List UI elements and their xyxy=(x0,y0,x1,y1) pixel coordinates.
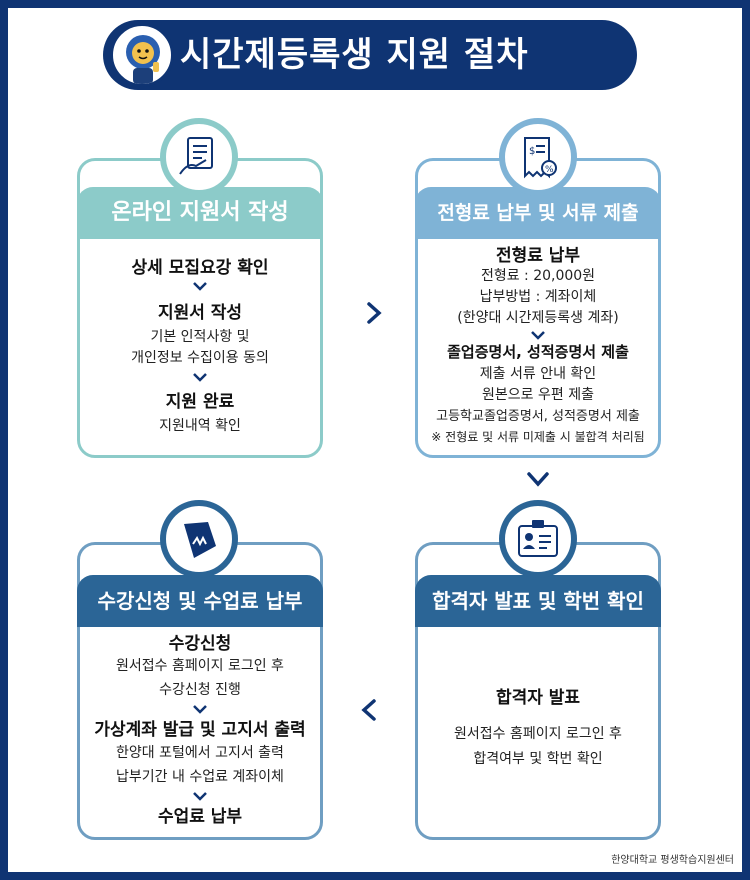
step-item-text: 고등학교졸업증명서, 성적증명서 제출 xyxy=(436,409,640,424)
step-item-title: 수강신청 xyxy=(168,634,232,654)
step-item-text: 제출 서류 안내 확인 xyxy=(479,366,597,382)
chevron-down-icon xyxy=(193,282,207,291)
chevron-down-icon xyxy=(193,705,207,714)
chevron-down-icon xyxy=(527,472,549,487)
step-item-note: ※ 전형료 및 서류 미제출 시 불합격 처리됨 xyxy=(431,430,645,444)
receipt-icon: $ % xyxy=(499,118,577,196)
step-item-title: 수업료 납부 xyxy=(157,807,243,827)
clipboard-writing-icon xyxy=(160,118,238,196)
step-card-result-announcement: 합격자 발표 및 학번 확인 합격자 발표 원서접수 홈페이지 로그인 후 합격… xyxy=(415,542,661,840)
lion-mascot-logo xyxy=(110,23,174,87)
tag-icon xyxy=(160,500,238,578)
step-item-text: (한양대 시간제등록생 계좌) xyxy=(457,310,619,326)
step-heading-result: 합격자 발표 및 학번 확인 xyxy=(415,575,661,627)
step-item-title: 지원 완료 xyxy=(165,392,235,412)
page-title: 시간제등록생 지원 절차 xyxy=(180,35,529,75)
footer-credit: 한양대학교 평생학습지원센터 xyxy=(611,855,734,866)
step-item-text: 한양대 포털에서 고지서 출력 xyxy=(116,745,284,761)
step-item-title: 졸업증명서, 성적증명서 제출 xyxy=(447,343,629,361)
step-card-enrollment: 수강신청 및 수업료 납부 수강신청 원서접수 홈페이지 로그인 후 수강신청 … xyxy=(77,542,323,840)
step-item-title: 지원서 작성 xyxy=(157,303,243,323)
chevron-right-icon xyxy=(367,302,382,324)
step-item-title: 합격자 발표 xyxy=(495,688,581,708)
step-item-text: 원본으로 우편 제출 xyxy=(482,387,594,403)
id-card-icon xyxy=(499,500,577,578)
step-item-text: 합격여부 및 학번 확인 xyxy=(473,751,603,767)
svg-text:%: % xyxy=(545,165,554,175)
step-item-title: 상세 모집요강 확인 xyxy=(131,258,269,278)
title-banner xyxy=(103,20,637,90)
step-item-text: 개인정보 수집이용 동의 xyxy=(131,350,269,366)
chevron-left-icon xyxy=(361,699,376,721)
step-item-title: 전형료 납부 xyxy=(495,246,581,266)
step-item-text: 기본 인적사항 및 xyxy=(150,329,250,345)
step-item-text: 원서접수 홈페이지 로그인 후 xyxy=(454,726,622,742)
svg-text:$: $ xyxy=(529,146,535,157)
step-item-text: 납부기간 내 수업료 계좌이체 xyxy=(116,769,284,785)
step-item-text: 전형료 : 20,000원 xyxy=(480,268,596,284)
step-card-online-application: 온라인 지원서 작성 상세 모집요강 확인 지원서 작성 기본 인적사항 및 개… xyxy=(77,158,323,458)
step-item-text: 납부방법 : 계좌이체 xyxy=(479,289,597,305)
chevron-down-icon xyxy=(193,792,207,801)
chevron-down-icon xyxy=(193,373,207,382)
step-card-fee-documents: 전형료 납부 및 서류 제출 전형료 납부 전형료 : 20,000원 납부방법… xyxy=(415,158,661,458)
step-heading-enroll: 수강신청 및 수업료 납부 xyxy=(77,575,323,627)
step-item-text: 지원내역 확인 xyxy=(159,418,241,434)
step-item-title: 가상계좌 발급 및 고지서 출력 xyxy=(94,720,306,740)
step-item-text: 원서접수 홈페이지 로그인 후 xyxy=(116,658,284,674)
chevron-down-icon xyxy=(531,331,545,340)
step-item-text: 수강신청 진행 xyxy=(159,682,241,698)
